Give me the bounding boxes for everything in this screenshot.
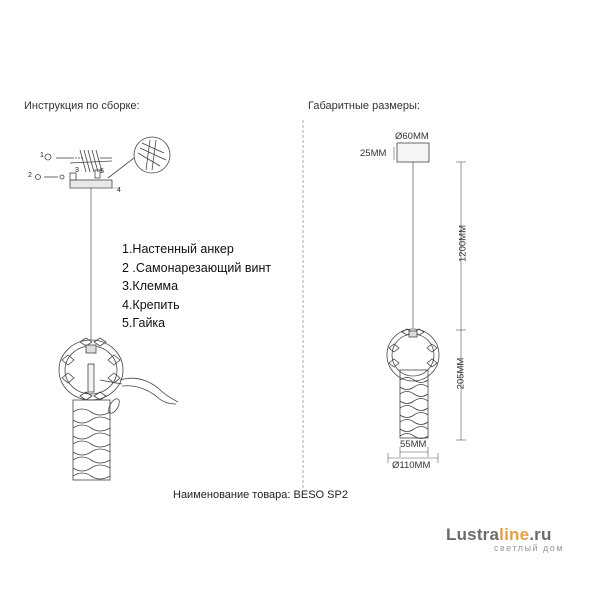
pliers <box>99 377 179 414</box>
assembly-title: Инструкция по сборке: <box>24 100 140 112</box>
canopy-diameter-label: Ø60MM <box>395 131 429 142</box>
callout-1: 1 <box>40 152 44 159</box>
step-4: 4.Крепить <box>122 297 180 312</box>
dimension-drawing <box>386 142 440 439</box>
callout-2: 2 <box>28 172 32 179</box>
mounting-hardware <box>35 149 113 181</box>
step-1: 1.Настенный анкер <box>122 242 234 256</box>
assembly-steps: 1.Настенный анкер 2 .Самонарезающий винт… <box>122 240 271 333</box>
detail-zoom <box>107 136 171 179</box>
logo-tagline: светлый дом <box>494 543 565 553</box>
canopy-right <box>396 142 430 163</box>
cable-length-label: 1200MM <box>457 225 469 262</box>
ring-diameter-label: Ø110MM <box>392 460 431 471</box>
lustraline-logo: Lustraline.ru светлый дом <box>446 525 564 553</box>
tube-width-label: 55MM <box>400 439 427 450</box>
canopy-height-label: 25MM <box>360 148 387 159</box>
lamp-shade-left <box>58 337 124 481</box>
step-2: 2 .Самонарезающий винт <box>122 260 272 275</box>
dimension-lines <box>387 147 466 463</box>
logo-brand-tld: .ru <box>529 525 552 544</box>
logo-brand-accent: line <box>499 525 530 544</box>
callout-4: 4 <box>117 187 121 194</box>
shade-height-label: 205MM <box>455 357 467 390</box>
canopy-left <box>69 179 113 189</box>
logo-brand-main: Lustra <box>446 525 500 544</box>
step-3: 3.Клемма <box>122 279 179 293</box>
callout-5: 5 <box>100 168 104 175</box>
product-caption: Наименование товара: BESO SP2 <box>173 489 348 501</box>
dimensions-title: Габаритные размеры: <box>308 100 420 112</box>
logo-brand: Lustraline.ru <box>446 525 564 545</box>
callout-3: 3 <box>75 167 79 174</box>
step-5: 5.Гайка <box>122 316 166 330</box>
